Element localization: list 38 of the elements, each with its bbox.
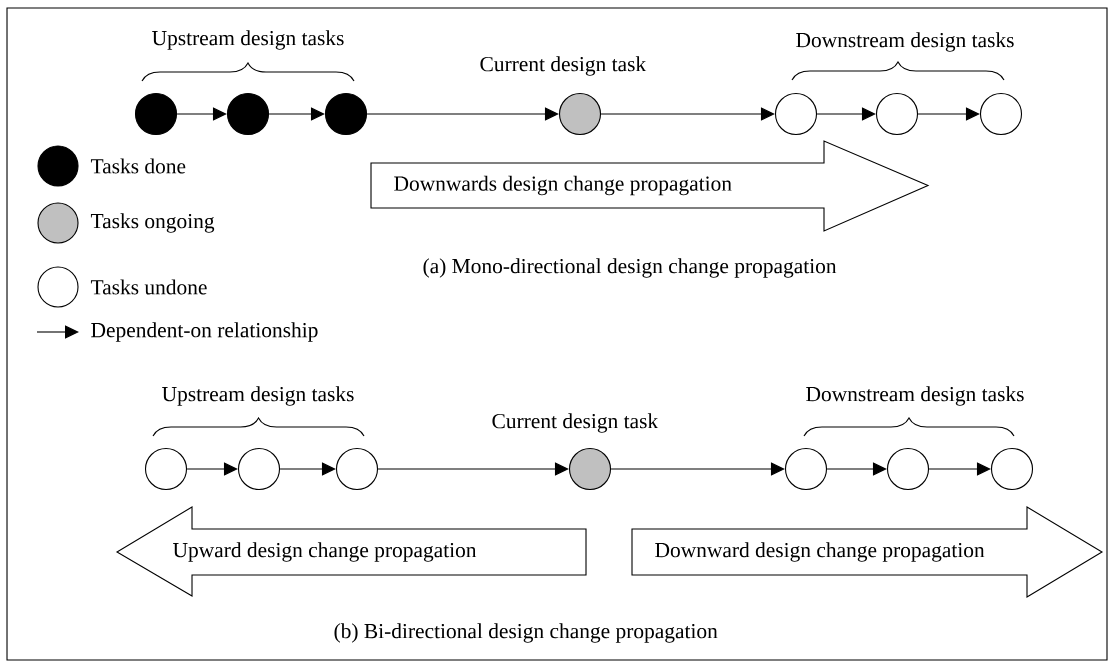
task-circle <box>990 447 1034 491</box>
brace-label: Downstream design tasks <box>796 32 1014 52</box>
task-circle <box>134 92 178 136</box>
arrow <box>816 107 876 121</box>
task-circle <box>324 92 368 136</box>
brace-label: Upstream design tasks <box>162 386 354 406</box>
legend-label: Tasks undone <box>90 279 207 295</box>
legend-label: Tasks ongoing <box>90 213 215 233</box>
caption: (b) Bi-directional design change propagation <box>334 623 718 643</box>
task-label: Current design task <box>492 413 659 433</box>
arrow <box>279 462 336 476</box>
task-label: Current design task <box>480 56 647 76</box>
task-circle <box>237 447 281 491</box>
task-circle <box>568 447 612 491</box>
arrow <box>366 107 559 121</box>
arrow <box>610 462 785 476</box>
brace-label: Downstream design tasks <box>806 386 1024 406</box>
arrow <box>928 462 991 476</box>
arrow <box>186 462 238 476</box>
arrow <box>600 107 775 121</box>
task-circle <box>886 447 930 491</box>
arrow <box>377 462 569 476</box>
task-circle <box>144 447 188 491</box>
brace-label: Upstream design tasks <box>152 30 344 50</box>
legend-label: Dependent-on relationship <box>91 322 318 342</box>
task-circle <box>226 92 270 136</box>
task-circle <box>979 92 1023 136</box>
arrow <box>268 107 325 121</box>
arrow <box>826 462 887 476</box>
task-circle <box>335 447 379 491</box>
task-circle <box>558 92 602 136</box>
task-circle <box>784 447 828 491</box>
arrow <box>176 107 227 121</box>
legend-label: Tasks done <box>90 158 186 174</box>
task-circle <box>774 92 818 136</box>
caption: (a) Mono-directional design change propagation <box>423 258 837 278</box>
arrow <box>917 107 980 121</box>
task-circle <box>875 92 919 136</box>
